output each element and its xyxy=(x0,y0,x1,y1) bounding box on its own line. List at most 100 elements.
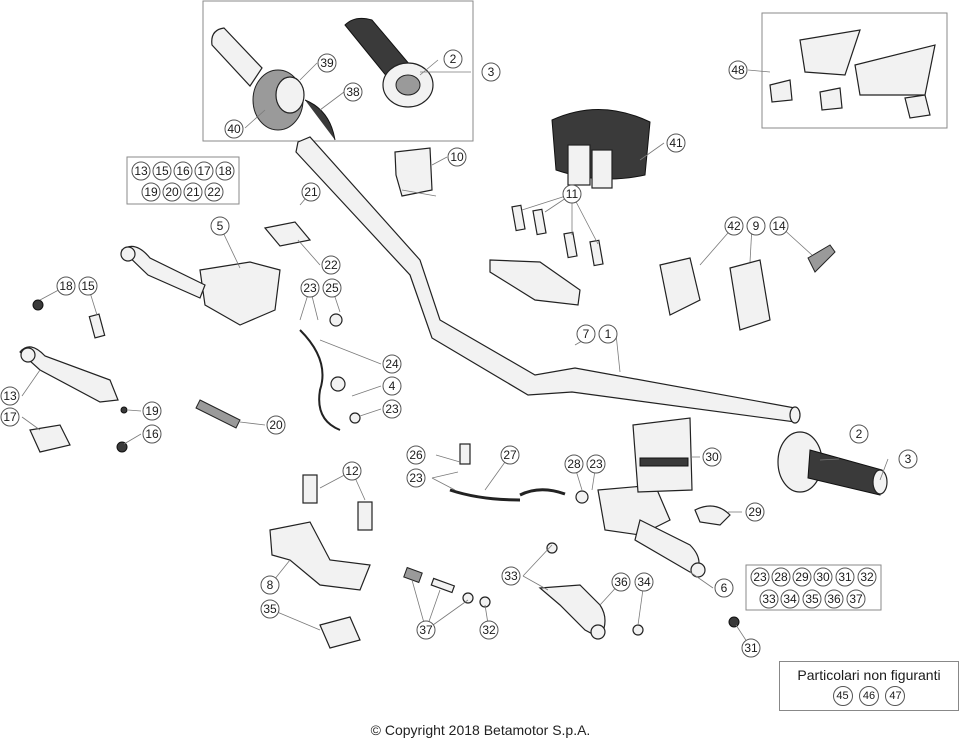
callout-24: 24 xyxy=(382,354,402,374)
clutch-lever-part xyxy=(19,346,119,403)
svg-text:21: 21 xyxy=(304,185,318,199)
callout-26: 26 xyxy=(406,445,426,465)
throttle-grip-part xyxy=(211,27,336,141)
svg-text:31: 31 xyxy=(744,641,758,655)
svg-text:13: 13 xyxy=(134,164,148,178)
svg-text:28: 28 xyxy=(774,570,788,584)
svg-text:12: 12 xyxy=(345,464,359,478)
svg-text:24: 24 xyxy=(385,357,399,371)
callout-37: 37 xyxy=(416,620,436,640)
svg-text:37: 37 xyxy=(849,592,863,606)
svg-text:30: 30 xyxy=(705,450,719,464)
svg-text:3: 3 xyxy=(905,452,912,466)
callout-16: 16 xyxy=(142,424,162,444)
svg-text:1: 1 xyxy=(605,327,612,341)
grip-right-part xyxy=(777,431,888,496)
callout-41: 41 xyxy=(666,133,686,153)
callout-42: 42 xyxy=(724,216,744,236)
callout-17: 17 xyxy=(0,407,20,427)
callout-23-b: 23 xyxy=(382,399,402,419)
svg-text:23: 23 xyxy=(303,281,317,295)
callout-28: 28 xyxy=(564,454,584,474)
callout-33: 33 xyxy=(501,566,521,586)
svg-text:22: 22 xyxy=(207,185,221,199)
callout-2-bottom: 2 xyxy=(849,424,869,444)
callout-35: 35 xyxy=(260,599,280,619)
svg-text:3: 3 xyxy=(488,65,495,79)
callout-10: 10 xyxy=(447,147,467,167)
callout-3-bottom: 3 xyxy=(898,449,918,469)
callout-22: 22 xyxy=(321,255,341,275)
callout-9: 9 xyxy=(746,216,766,236)
group-box-left-lever: 13 15 16 17 18 19 20 21 22 xyxy=(126,156,240,205)
svg-text:32: 32 xyxy=(482,623,496,637)
callout-40: 40 xyxy=(224,119,244,139)
svg-text:35: 35 xyxy=(263,602,277,616)
svg-text:15: 15 xyxy=(155,164,169,178)
callout-38: 38 xyxy=(343,82,363,102)
svg-text:23: 23 xyxy=(409,471,423,485)
not-shown-number: 47 xyxy=(885,686,906,706)
svg-text:23: 23 xyxy=(589,457,603,471)
svg-text:31: 31 xyxy=(838,570,852,584)
callout-23-c: 23 xyxy=(406,468,426,488)
callout-27: 27 xyxy=(500,445,520,465)
svg-text:4: 4 xyxy=(389,379,396,393)
svg-text:33: 33 xyxy=(762,592,776,606)
svg-text:18: 18 xyxy=(218,164,232,178)
svg-text:22: 22 xyxy=(324,258,338,272)
svg-text:5: 5 xyxy=(217,219,224,233)
not-shown-parts-box: Particolari non figuranti 45 46 47 xyxy=(779,661,959,711)
svg-text:17: 17 xyxy=(197,164,211,178)
svg-text:20: 20 xyxy=(165,185,179,199)
clamp-screws-part xyxy=(489,204,604,306)
svg-text:10: 10 xyxy=(450,150,464,164)
callout-20: 20 xyxy=(266,415,286,435)
svg-text:6: 6 xyxy=(721,581,728,595)
callout-34: 34 xyxy=(634,572,654,592)
reservoir-cap-part xyxy=(632,417,693,493)
svg-text:30: 30 xyxy=(816,570,830,584)
svg-text:14: 14 xyxy=(772,219,786,233)
svg-text:19: 19 xyxy=(144,185,158,199)
callout-6: 6 xyxy=(714,578,734,598)
svg-text:26: 26 xyxy=(409,448,423,462)
brake-master-part xyxy=(597,484,706,578)
svg-text:34: 34 xyxy=(637,575,651,589)
svg-text:15: 15 xyxy=(81,279,95,293)
callout-8: 8 xyxy=(260,575,280,595)
small-parts xyxy=(29,299,241,453)
svg-text:11: 11 xyxy=(566,187,579,201)
group-box-brake: 23 28 29 30 31 32 33 34 35 36 37 xyxy=(745,564,882,611)
svg-text:2: 2 xyxy=(450,52,457,66)
svg-text:23: 23 xyxy=(385,402,399,416)
cable-tie-part xyxy=(807,244,836,273)
callout-23-d: 23 xyxy=(586,454,606,474)
svg-text:19: 19 xyxy=(145,404,159,418)
cover-plate-part xyxy=(263,221,312,247)
svg-text:38: 38 xyxy=(346,85,360,99)
brake-lever-part xyxy=(538,584,606,640)
svg-text:25: 25 xyxy=(325,281,339,295)
svg-text:37: 37 xyxy=(419,623,433,637)
svg-text:13: 13 xyxy=(3,389,17,403)
callout-23-a: 23 xyxy=(300,278,320,298)
callout-36: 36 xyxy=(611,572,631,592)
svg-text:21: 21 xyxy=(186,185,200,199)
clutch-master-part xyxy=(120,245,281,326)
callout-39: 39 xyxy=(317,53,337,73)
bracket-17-part xyxy=(29,424,71,453)
callout-29: 29 xyxy=(745,502,765,522)
callout-5: 5 xyxy=(210,216,230,236)
handguard-part xyxy=(769,29,936,119)
svg-text:41: 41 xyxy=(669,136,683,150)
svg-text:33: 33 xyxy=(504,569,518,583)
spring-20-part xyxy=(195,399,241,429)
svg-text:39: 39 xyxy=(320,56,334,70)
callout-21: 21 xyxy=(301,182,321,202)
svg-text:16: 16 xyxy=(145,427,159,441)
small-bolts-part xyxy=(329,313,740,636)
callout-3-top: 3 xyxy=(481,62,501,82)
not-shown-title: Particolari non figuranti xyxy=(797,667,941,683)
